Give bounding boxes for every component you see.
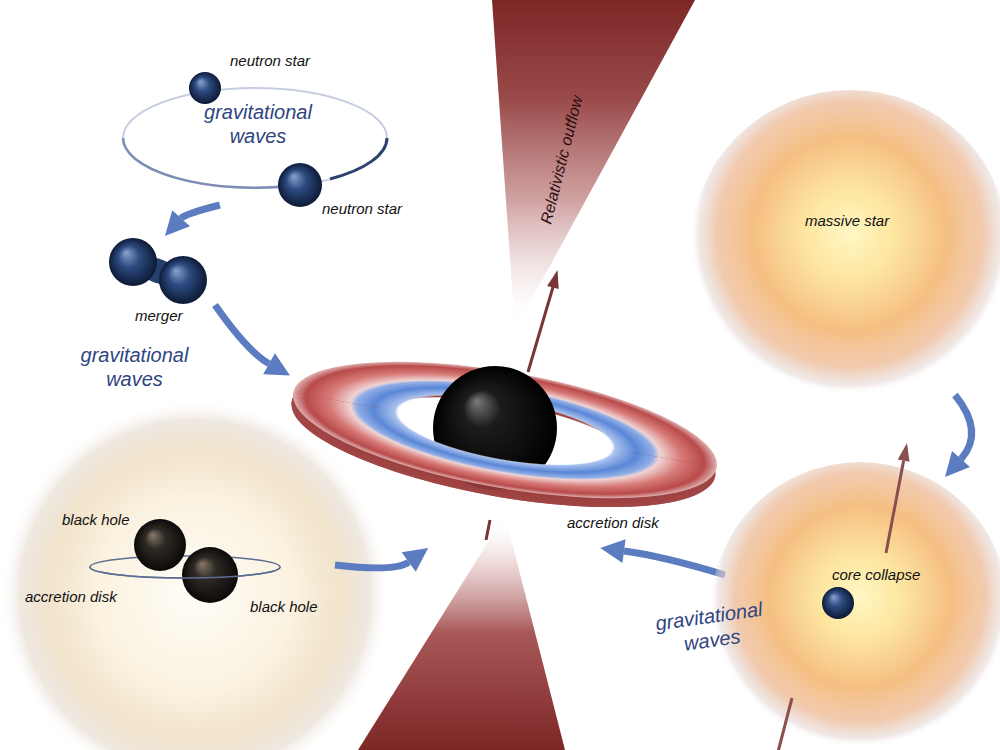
binary-orbit: gravitational wavesneutron starneutron s… bbox=[120, 60, 390, 205]
node-label: neutron star bbox=[230, 52, 310, 70]
shape-part bbox=[822, 587, 854, 619]
shape-part bbox=[282, 336, 727, 534]
shape-part bbox=[898, 443, 910, 462]
shape-part bbox=[189, 72, 221, 104]
neutron-star: neutron star bbox=[276, 160, 422, 222]
shape-part bbox=[283, 389, 727, 524]
node-shape bbox=[700, 100, 1000, 400]
arrow-line bbox=[955, 395, 972, 459]
shape-part bbox=[282, 336, 727, 534]
shape-part bbox=[182, 547, 238, 603]
merger: merger bbox=[105, 236, 215, 328]
annotation-label: Relativistic outflow bbox=[536, 94, 587, 227]
node-label: neutron star bbox=[322, 200, 402, 218]
node-label: core collapse bbox=[832, 566, 920, 584]
shape-part bbox=[123, 88, 387, 188]
flow-arrow bbox=[165, 205, 220, 236]
shape-part bbox=[159, 256, 207, 304]
annotation-label: gravitational waves bbox=[645, 596, 775, 661]
shape-part bbox=[778, 698, 792, 750]
arrow-line bbox=[215, 305, 269, 364]
arrow-line bbox=[335, 562, 409, 568]
node-shape bbox=[270, 155, 330, 215]
flow-arrow bbox=[335, 548, 428, 572]
arrow-head bbox=[165, 210, 190, 236]
arrow-head bbox=[945, 451, 970, 477]
node-label: black hole bbox=[62, 511, 130, 529]
arrow-head bbox=[600, 539, 625, 563]
jet-bottom bbox=[358, 515, 565, 750]
arrow-line bbox=[181, 205, 220, 218]
shape-part bbox=[90, 567, 280, 578]
shape-part bbox=[886, 461, 904, 553]
node-label: accretion disk bbox=[567, 514, 659, 532]
binary-glow bbox=[0, 400, 390, 750]
node-shape bbox=[280, 255, 750, 565]
binary-black-hole: black hole accretion disk black hole bbox=[20, 500, 335, 625]
node-shape bbox=[100, 230, 220, 315]
node-shape bbox=[720, 430, 1000, 750]
shape-part bbox=[330, 138, 387, 179]
annotation-label: gravitational waves bbox=[72, 343, 197, 391]
node-label: massive star bbox=[805, 212, 889, 230]
shape-part bbox=[278, 163, 322, 207]
massive-star: massive star bbox=[705, 105, 995, 395]
flow-arrow bbox=[215, 305, 290, 376]
flow-arrow bbox=[945, 395, 972, 477]
shape-part bbox=[547, 270, 559, 289]
node-label: accretion disk bbox=[25, 588, 117, 606]
shape-part bbox=[528, 287, 553, 372]
arrow-head bbox=[263, 353, 290, 375]
jet-top bbox=[492, 0, 695, 330]
shape-part bbox=[134, 519, 186, 571]
node-label: gravitational waves bbox=[193, 100, 323, 148]
node-label: black hole bbox=[250, 598, 318, 616]
arrow-line bbox=[624, 551, 725, 575]
shape-part bbox=[109, 238, 157, 286]
black-hole-disk: accretion disk bbox=[290, 318, 730, 548]
core-collapse-star: core collapse bbox=[725, 477, 995, 747]
arrow-head bbox=[402, 548, 428, 572]
neutron-star: neutron star bbox=[186, 50, 320, 106]
shape-part bbox=[282, 389, 727, 533]
node-label: merger bbox=[135, 307, 183, 325]
flow-arrow bbox=[600, 539, 725, 575]
shape-part bbox=[486, 520, 490, 540]
shape-part bbox=[690, 90, 1000, 410]
